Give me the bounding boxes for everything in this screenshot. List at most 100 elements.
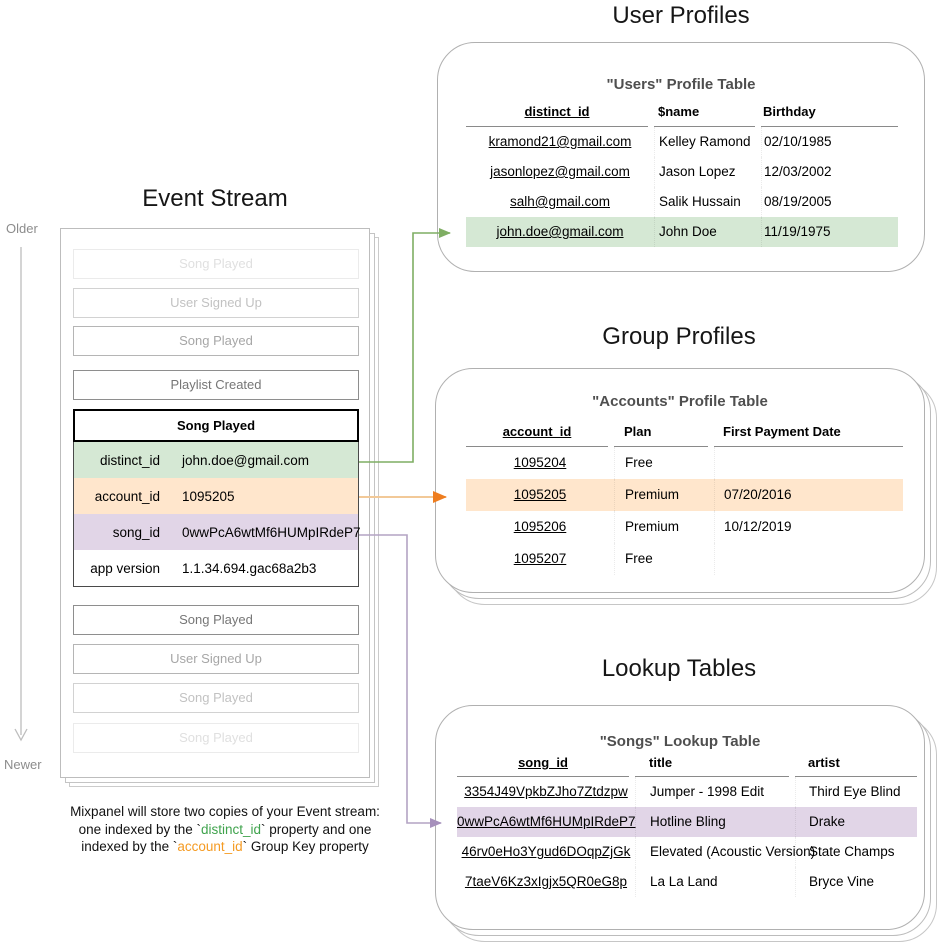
event-property-row: distinct_id john.doe@gmail.com — [74, 442, 358, 478]
underlined-id-text: 7taeV6Kz3xIgjx5QR0eG8p — [464, 874, 628, 889]
table-cell: Free — [614, 543, 714, 575]
caption-text: Mixpanel will store two copies of your E… — [70, 804, 380, 819]
timeline-arrowhead-icon — [14, 728, 28, 742]
lookup-tables-title: Lookup Tables — [601, 655, 757, 682]
caption-orange-property: account_id — [177, 839, 243, 854]
property-value: 1095205 — [182, 488, 235, 504]
table-row: 46rv0eHo3Ygud6DOqpZjGk Elevated (Acoustic… — [457, 837, 917, 867]
caption-line: one indexed by the `distinct_id` propert… — [25, 821, 425, 839]
accounts-table-title: "Accounts" Profile Table — [592, 393, 768, 410]
table-cell: Hotline Bling — [635, 807, 795, 837]
property-value: 0wwPcA6wtMf6HUMpIRdeP7 — [182, 524, 361, 540]
table-cell: Elevated (Acoustic Version) — [635, 837, 815, 867]
table-cell: kramond21@gmail.com — [466, 127, 654, 157]
table-cell: Drake — [795, 807, 917, 837]
event-property-row: account_id 1095205 — [74, 478, 358, 514]
caption-text: indexed by the ` — [81, 839, 178, 854]
underlined-id-text: 1095207 — [513, 551, 567, 566]
event-item: Song Played — [73, 326, 359, 356]
group-profiles-title: Group Profiles — [602, 323, 756, 350]
property-key: account_id — [94, 488, 160, 504]
older-label: Older — [6, 221, 38, 236]
underlined-id-text: 0wwPcA6wtMf6HUMpIRdeP7 — [457, 814, 636, 829]
event-item: Song Played — [73, 723, 359, 753]
table-cell: Salik Hussain — [654, 187, 761, 217]
property-key: song_id — [112, 524, 160, 540]
caption-text: ` property and one — [261, 821, 372, 837]
songs-table-title: "Songs" Lookup Table — [599, 733, 761, 750]
table-cell: 3354J49VpkbZJho7Ztdzpw — [457, 777, 635, 807]
table-row: 1095207 Free — [466, 543, 903, 575]
table-cell: State Champs — [795, 837, 917, 867]
event-properties: distinct_id john.doe@gmail.com account_id 1… — [73, 442, 361, 587]
table-cell: 7taeV6Kz3xIgjx5QR0eG8p — [457, 867, 635, 897]
table-cell: jasonlopez@gmail.com — [466, 157, 654, 187]
newer-label: Newer — [4, 757, 42, 772]
column-header-plan: Plan — [614, 420, 708, 447]
table-cell: 11/19/1975 — [761, 217, 898, 247]
event-item: Song Played — [73, 249, 359, 279]
property-value: 1.1.34.694.gac68a2b3 — [182, 560, 317, 576]
table-cell: Third Eye Blind — [795, 777, 917, 807]
underlined-id-text: john.doe@gmail.com — [496, 224, 624, 239]
underlined-id-text: 1095205 — [513, 487, 567, 502]
caption-text: ` Group Key property — [242, 839, 369, 854]
table-cell: 1095205 — [466, 479, 614, 511]
column-header-title: title — [635, 752, 789, 777]
column-header-artist: artist — [795, 752, 917, 777]
column-header-birthday: Birthday — [761, 100, 898, 127]
table-cell: 0wwPcA6wtMf6HUMpIRdeP7 — [457, 807, 636, 837]
table-cell: 1095207 — [466, 543, 614, 575]
table-cell: Bryce Vine — [795, 867, 917, 897]
users-table-title: "Users" Profile Table — [606, 76, 756, 93]
table-cell: Free — [614, 447, 714, 479]
user-profiles-title: User Profiles — [612, 2, 750, 29]
table-cell — [714, 543, 903, 575]
table-cell: 1095204 — [466, 447, 614, 479]
column-header-distinct_id: distinct_id — [466, 100, 648, 127]
property-key: app version — [90, 560, 160, 576]
caption-line: Mixpanel will store two copies of your E… — [25, 803, 425, 821]
column-header-first-payment-date: First Payment Date — [714, 420, 903, 447]
table-cell — [714, 447, 903, 479]
table-cell: 12/03/2002 — [761, 157, 898, 187]
underlined-id-text: 46rv0eHo3Ygud6DOqpZjGk — [461, 844, 631, 859]
column-header-account_id: account_id — [466, 420, 608, 447]
table-cell: 07/20/2016 — [714, 479, 903, 511]
underlined-id-text: account_id — [502, 424, 572, 439]
underlined-id-text: 1095206 — [513, 519, 567, 534]
table-cell: Jumper - 1998 Edit — [635, 777, 795, 807]
property-key: distinct_id — [99, 452, 160, 468]
event-property-row: song_id 0wwPcA6wtMf6HUMpIRdeP7 — [74, 514, 361, 550]
table-cell: John Doe — [654, 217, 761, 247]
caption-line: indexed by the `account_id` Group Key pr… — [25, 838, 425, 856]
underlined-id-text: jasonlopez@gmail.com — [490, 164, 630, 179]
caption: Mixpanel will store two copies of your E… — [25, 803, 425, 856]
event-item: Playlist Created — [73, 370, 359, 400]
table-cell: Premium — [614, 511, 714, 543]
property-value: john.doe@gmail.com — [182, 452, 310, 468]
event-item: User Signed Up — [73, 644, 359, 674]
caption-text: one indexed by the ` — [78, 821, 201, 837]
table-cell: 10/12/2019 — [714, 511, 903, 543]
column-header-song_id: song_id — [457, 752, 629, 777]
event-item: Song Played — [73, 683, 359, 713]
event-property-row: app version 1.1.34.694.gac68a2b3 — [74, 550, 358, 586]
column-header-name: $name — [654, 100, 755, 127]
table-cell: 1095206 — [466, 511, 614, 543]
